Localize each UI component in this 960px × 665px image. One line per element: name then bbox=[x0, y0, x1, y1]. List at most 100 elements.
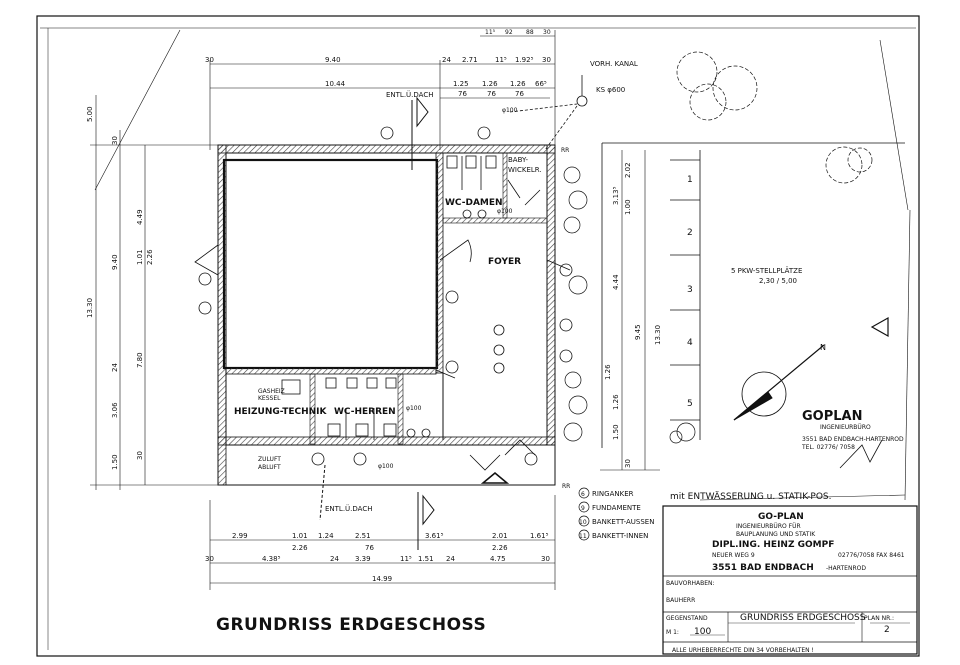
dim-top: 30 bbox=[542, 56, 551, 64]
room-label-wc-damen: WC-DAMEN bbox=[445, 198, 503, 208]
dim-bottom: 24 bbox=[330, 555, 339, 563]
dim-bottom: 2.51 bbox=[355, 532, 371, 540]
pipe-diameter-2: φ100 bbox=[497, 208, 513, 215]
dim-top: 76 bbox=[487, 90, 496, 98]
dim-top: 10.44 bbox=[325, 80, 346, 88]
tb-firm-sub1: INGENIEURBÜRO FÜR bbox=[736, 523, 801, 530]
dim-left: 13.30 bbox=[86, 298, 94, 318]
logo-name: GOPLAN bbox=[802, 409, 862, 424]
building-walls bbox=[194, 144, 571, 486]
dim-bottom: 3.61⁵ bbox=[425, 532, 444, 540]
tb-gegenstand-value: GRUNDRISS ERDGESCHOSS bbox=[740, 613, 866, 623]
dim-bottom: 30 bbox=[205, 555, 214, 563]
dim-left: 9.40 bbox=[111, 254, 119, 270]
tb-city-sub: -HARTENROD bbox=[826, 565, 866, 572]
legend-num: 10 bbox=[579, 519, 587, 526]
abluft-label: ABLUFT bbox=[258, 464, 281, 471]
dim-right: 13.30 bbox=[654, 325, 662, 345]
dim-right: 3.13⁵ bbox=[612, 186, 620, 205]
dim-top: 1.26 bbox=[482, 80, 498, 88]
tb-plan-nr-value: 2 bbox=[884, 625, 890, 635]
dim-top: 76 bbox=[515, 90, 524, 98]
company-logo: GOPLAN INGENIEURBÜRO 3551 BAD ENDBACH-HA… bbox=[801, 409, 904, 469]
dim-left: 1.01 bbox=[136, 249, 144, 265]
room-label-baby-2: WICKELR. bbox=[508, 166, 542, 174]
hedge-shrubs bbox=[563, 166, 696, 444]
tb-gegenstand-label: GEGENSTAND bbox=[666, 615, 708, 622]
parking-number: 4 bbox=[687, 338, 693, 348]
vorh-kanal-label: VORH. KANAL bbox=[590, 60, 638, 68]
dim-left: 3.06 bbox=[111, 402, 119, 418]
room-label-baby-1: BABY- bbox=[508, 156, 528, 164]
tb-copyright: ALLE URHEBERRECHTE DIN 34 VORBEHALTEN ! bbox=[672, 647, 814, 654]
dim-top: 2.71 bbox=[462, 56, 478, 64]
sheet-border bbox=[36, 15, 920, 657]
rr-label-top: RR bbox=[561, 147, 569, 154]
title-block bbox=[662, 505, 918, 655]
room-label-wc-herren: WC-HERREN bbox=[334, 407, 396, 417]
rr-label-bottom: RR bbox=[562, 483, 570, 490]
legend-num: 6 bbox=[581, 491, 585, 498]
drainage-note: mit ENTWÄSSERUNG u. STATIK-POS. bbox=[670, 491, 832, 502]
tb-firm-sub2: BAUPLANUNG UND STATIK bbox=[736, 531, 816, 538]
structural-markers bbox=[198, 126, 573, 466]
dim-top: 66⁵ bbox=[535, 80, 547, 88]
tb-scale-label: M 1: bbox=[666, 629, 679, 636]
zuluft-label: ZULUFT bbox=[258, 456, 281, 463]
dim-right: 9.45 bbox=[634, 324, 642, 340]
dim-top: 11⁵ bbox=[495, 56, 507, 64]
north-arrow: N bbox=[733, 343, 826, 421]
dim-right: 1.50 bbox=[612, 424, 620, 440]
legend-item: RINGANKER bbox=[592, 490, 634, 498]
dim-right: 4.44 bbox=[612, 274, 620, 290]
drawing-title: GRUNDRISS ERDGESCHOSS bbox=[216, 615, 486, 635]
tb-engineer: DIPL.ING. HEINZ GOMPF bbox=[712, 540, 834, 550]
dim-bottom: 1.51 bbox=[418, 555, 434, 563]
pipe-diameter-1: φ100 bbox=[502, 107, 518, 114]
entl-dach-bottom: ENTL.Ü.DACH bbox=[325, 504, 373, 513]
legend-num: 9 bbox=[581, 505, 585, 512]
dim-left: 5.00 bbox=[86, 106, 94, 122]
parking-number: 5 bbox=[687, 399, 693, 409]
tb-phone: 02776/7058 FAX 8461 bbox=[838, 552, 905, 559]
dim-top: 1.92⁵ bbox=[515, 56, 534, 64]
dim-bottom: 30 bbox=[541, 555, 550, 563]
dim-right: 2.02 bbox=[624, 162, 632, 178]
sewer-line bbox=[509, 75, 588, 151]
dim-left: 7.80 bbox=[136, 352, 144, 368]
dim-top: 9.40 bbox=[325, 56, 341, 64]
logo-tel: TEL. 02776/ 7058 bbox=[801, 444, 855, 451]
dim-bottom: 2.01 bbox=[492, 532, 508, 540]
dim-bottom: 4.75 bbox=[490, 555, 506, 563]
dim-bottom: 76 bbox=[365, 544, 374, 552]
dim-top-small: 30 bbox=[543, 29, 551, 36]
pipe-diameter-3: φ100 bbox=[406, 405, 422, 412]
dim-left: 30 bbox=[136, 451, 144, 460]
downpipe-arrows bbox=[319, 96, 435, 550]
dim-bottom: 24 bbox=[446, 555, 455, 563]
parking-label: 5 PKW-STELLPLÄTZE bbox=[731, 266, 802, 275]
svg-text:N: N bbox=[820, 343, 826, 352]
dim-bottom: 1.61⁵ bbox=[530, 532, 549, 540]
dim-left: 30 bbox=[111, 136, 119, 145]
tb-scale-value: 100 bbox=[694, 627, 711, 637]
pipe-diameter-4: φ100 bbox=[378, 463, 394, 470]
dim-top-small: 88 bbox=[526, 29, 534, 36]
dim-left: 1.50 bbox=[111, 454, 119, 470]
dim-top: 30 bbox=[205, 56, 214, 64]
dim-left: 4.49 bbox=[136, 209, 144, 225]
dim-top-small: 92 bbox=[505, 29, 513, 36]
tb-bauherr-label: BAUHERR bbox=[666, 597, 695, 604]
legend-num: 11 bbox=[579, 533, 587, 540]
room-label-heizung: HEIZUNG-TECHNIK bbox=[234, 407, 328, 417]
tb-bauvorhaben-label: BAUVORHABEN: bbox=[666, 580, 715, 587]
dim-bottom: 2.26 bbox=[492, 544, 508, 552]
legend-item: BANKETT-AUSSEN bbox=[592, 518, 654, 526]
dim-right: 30 bbox=[624, 459, 632, 468]
dim-bottom: 3.39 bbox=[355, 555, 371, 563]
tb-plan-nr-label: PLAN NR.: bbox=[864, 615, 894, 622]
logo-sub: INGENIEURBÜRO bbox=[820, 424, 871, 431]
legend-item: FUNDAMENTE bbox=[592, 504, 641, 512]
parking-number: 2 bbox=[687, 228, 693, 238]
